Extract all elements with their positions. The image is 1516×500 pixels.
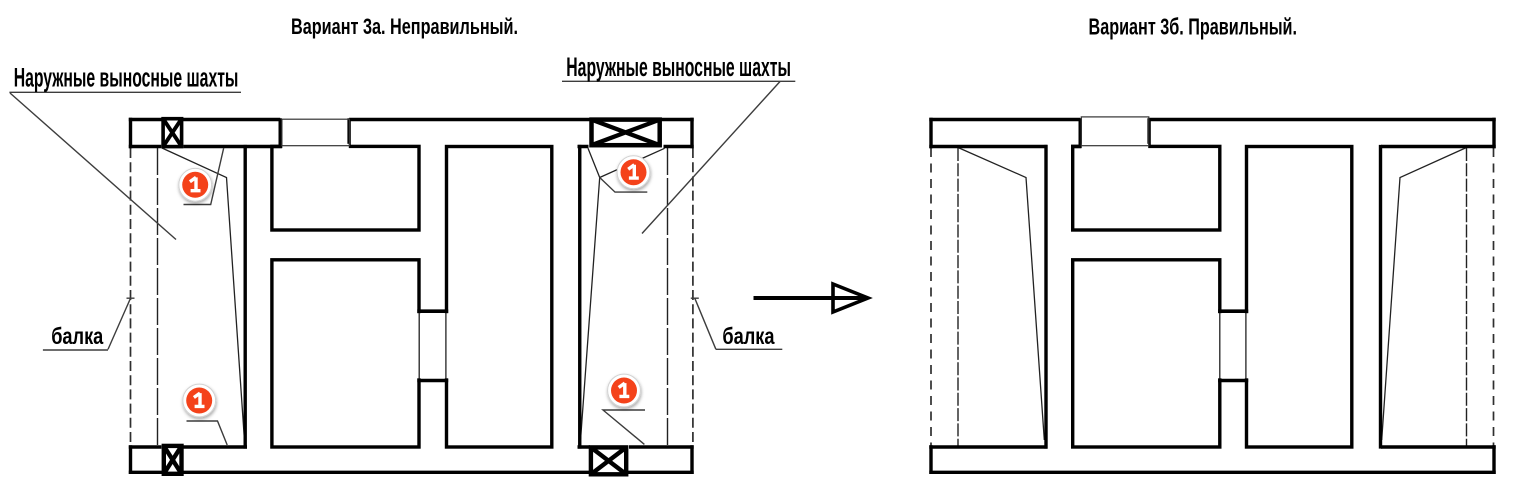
- svg-text:Наружные выносные шахты: Наружные выносные шахты: [14, 62, 239, 92]
- svg-text:Наружные выносные шахты: Наружные выносные шахты: [566, 52, 791, 82]
- svg-text:балка: балка: [51, 323, 103, 349]
- svg-text:балка: балка: [722, 323, 774, 349]
- svg-text:Вариант 3б. Правильный.: Вариант 3б. Правильный.: [1089, 13, 1298, 39]
- svg-text:Вариант 3а. Неправильный.: Вариант 3а. Неправильный.: [291, 14, 518, 39]
